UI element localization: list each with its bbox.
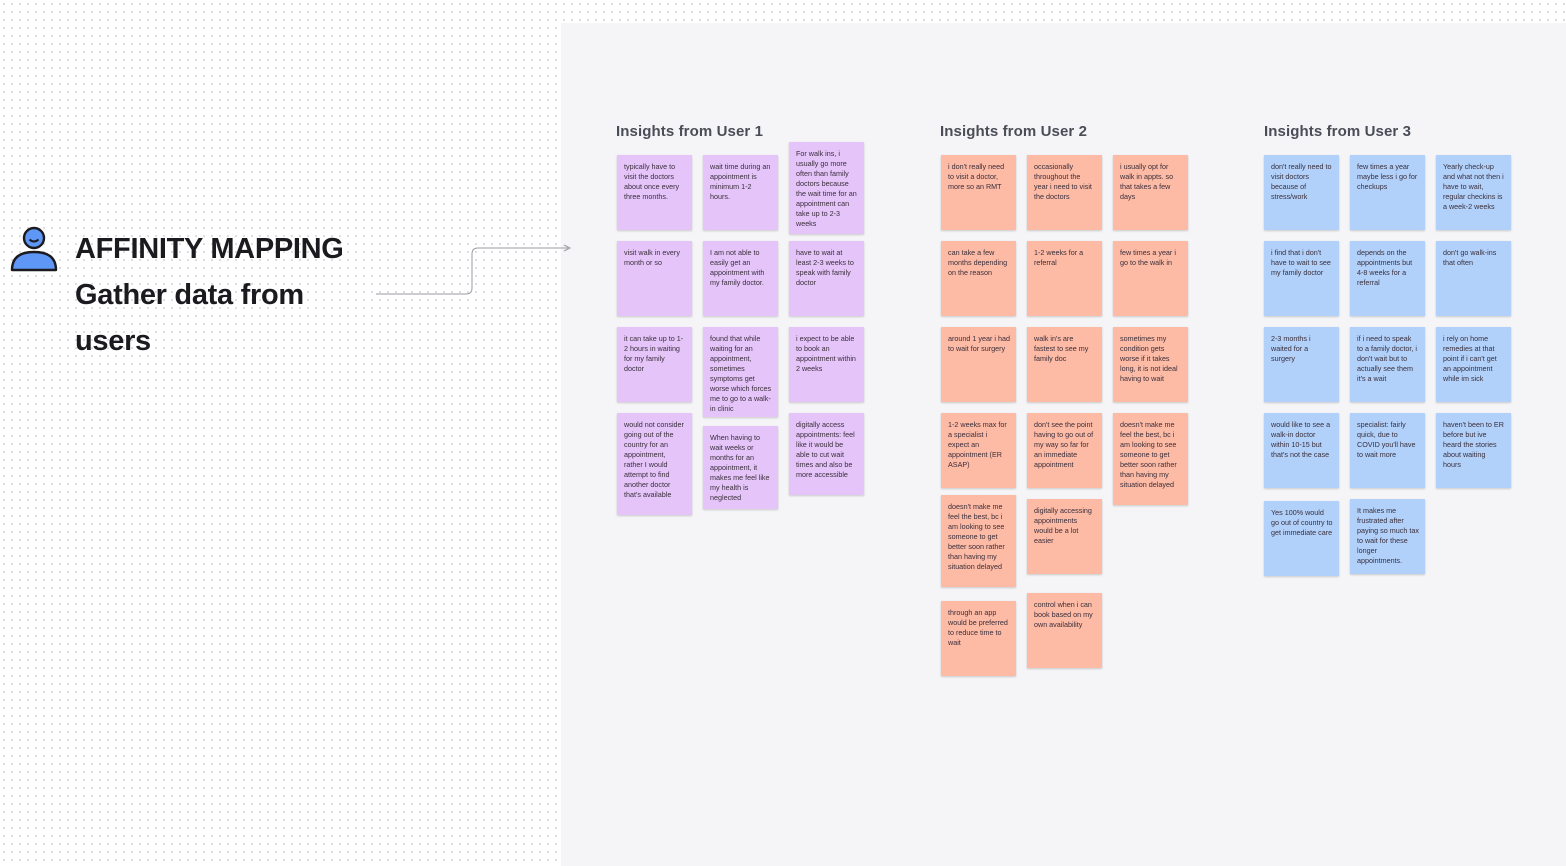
sticky-note[interactable]: around 1 year i had to wait for surgery bbox=[941, 327, 1016, 402]
sticky-note[interactable]: it can take up to 1-2 hours in waiting f… bbox=[617, 327, 692, 402]
sticky-note[interactable]: visit walk in every month or so bbox=[617, 241, 692, 316]
title-block: AFFINITY MAPPING Gather data from users bbox=[75, 226, 375, 364]
sticky-note[interactable]: When having to wait weeks or months for … bbox=[703, 426, 778, 509]
sticky-note[interactable]: have to wait at least 2-3 weeks to speak… bbox=[789, 241, 864, 316]
sticky-note[interactable]: depends on the appointments but 4-8 week… bbox=[1350, 241, 1425, 316]
sticky-note[interactable]: digitally accessing appointments would b… bbox=[1027, 499, 1102, 574]
sticky-note[interactable]: i find that i don't have to wait to see … bbox=[1264, 241, 1339, 316]
sticky-note[interactable]: if i need to speak to a family doctor, i… bbox=[1350, 327, 1425, 402]
sticky-note[interactable]: It makes me frustrated after paying so m… bbox=[1350, 499, 1425, 574]
sticky-note[interactable]: wait time during an appointment is minim… bbox=[703, 155, 778, 230]
sticky-note[interactable]: Yes 100% would go out of country to get … bbox=[1264, 501, 1339, 576]
sticky-note[interactable]: i expect to be able to book an appointme… bbox=[789, 327, 864, 402]
sticky-note[interactable]: don't go walk-ins that often bbox=[1436, 241, 1511, 316]
sticky-note[interactable]: control when i can book based on my own … bbox=[1027, 593, 1102, 668]
page-subtitle: Gather data from users bbox=[75, 279, 304, 357]
sticky-note[interactable]: 1-2 weeks for a referral bbox=[1027, 241, 1102, 316]
group-title-user-2: Insights from User 2 bbox=[940, 123, 1088, 140]
sticky-note[interactable]: don't see the point having to go out of … bbox=[1027, 413, 1102, 488]
sticky-note[interactable]: typically have to visit the doctors abou… bbox=[617, 155, 692, 230]
sticky-note[interactable]: sometimes my condition gets worse if it … bbox=[1113, 327, 1188, 402]
sticky-note[interactable]: few times a year i go to the walk in bbox=[1113, 241, 1188, 316]
sticky-note[interactable]: through an app would be preferred to red… bbox=[941, 601, 1016, 676]
sticky-note[interactable]: digitally access appointments: feel like… bbox=[789, 413, 864, 495]
sticky-note[interactable]: few times a year maybe less i go for che… bbox=[1350, 155, 1425, 230]
sticky-note[interactable]: For walk ins, i usually go more often th… bbox=[789, 142, 864, 234]
group-title-user-1: Insights from User 1 bbox=[616, 123, 764, 140]
connector-arrow[interactable] bbox=[374, 240, 574, 300]
sticky-note[interactable]: walk in's are fastest to see my family d… bbox=[1027, 327, 1102, 402]
sticky-note[interactable]: doesn't make me feel the best, bc i am l… bbox=[1113, 413, 1188, 505]
sticky-note[interactable]: can take a few months depending on the r… bbox=[941, 241, 1016, 316]
sticky-note[interactable]: Yearly check-up and what not then i have… bbox=[1436, 155, 1511, 230]
sticky-note[interactable]: i usually opt for walk in appts. so that… bbox=[1113, 155, 1188, 230]
sticky-note[interactable]: found that while waiting for an appointm… bbox=[703, 327, 778, 417]
sticky-note[interactable]: would like to see a walk-in doctor withi… bbox=[1264, 413, 1339, 488]
sticky-note[interactable]: 2-3 months i waited for a surgery bbox=[1264, 327, 1339, 402]
sticky-note[interactable]: i don't really need to visit a doctor, m… bbox=[941, 155, 1016, 230]
sticky-note[interactable]: don't really need to visit doctors becau… bbox=[1264, 155, 1339, 230]
user-icon bbox=[9, 224, 59, 274]
sticky-note[interactable]: i rely on home remedies at that point if… bbox=[1436, 327, 1511, 402]
group-title-user-3: Insights from User 3 bbox=[1264, 123, 1412, 140]
sticky-note[interactable]: occasionally throughout the year i need … bbox=[1027, 155, 1102, 230]
sticky-note[interactable]: specialist: fairly quick, due to COVID y… bbox=[1350, 413, 1425, 488]
sticky-note[interactable]: doesn't make me feel the best, bc i am l… bbox=[941, 495, 1016, 587]
sticky-note[interactable]: haven't been to ER before but ive heard … bbox=[1436, 413, 1511, 488]
sticky-note[interactable]: I am not able to easily get an appointme… bbox=[703, 241, 778, 316]
sticky-note[interactable]: would not consider going out of the coun… bbox=[617, 413, 692, 515]
sticky-note[interactable]: 1-2 weeks max for a specialist i expect … bbox=[941, 413, 1016, 488]
page-title: AFFINITY MAPPING bbox=[75, 233, 344, 265]
